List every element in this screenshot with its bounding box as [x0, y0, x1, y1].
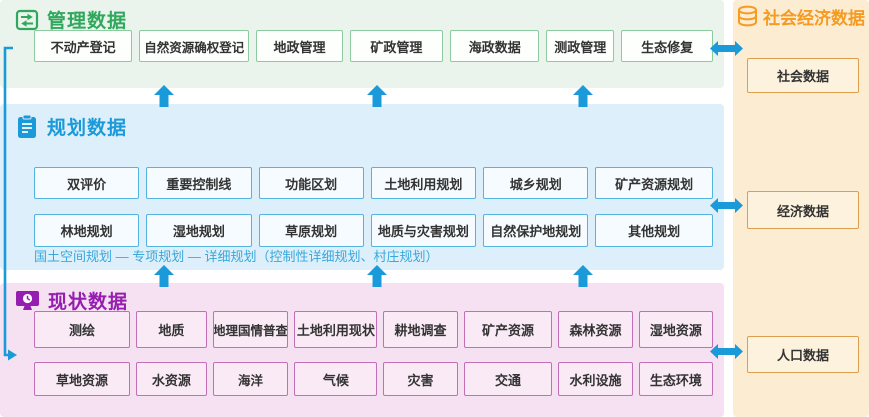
double-arrow-icon — [710, 198, 743, 213]
status-item: 交通 — [463, 362, 553, 396]
status-item: 生态环境 — [638, 362, 713, 396]
planning-box-row-1: 双评价 重要控制线 功能区划 土地利用规划 城乡规划 矿产资源规划 — [34, 167, 713, 199]
status-item: 湿地资源 — [638, 311, 713, 348]
management-item: 自然资源确权登记 — [139, 30, 250, 62]
status-header: 现状数据 — [15, 287, 128, 314]
planning-item: 城乡规划 — [483, 167, 589, 199]
planning-item: 湿地规划 — [146, 214, 252, 247]
management-item: 矿政管理 — [349, 30, 444, 62]
planning-box-row-2: 林地规划 湿地规划 草原规划 地质与灾害规划 自然保护地规划 其他规划 — [34, 214, 713, 247]
status-item: 耕地调查 — [383, 311, 458, 348]
status-item: 地理国情普查 — [212, 311, 289, 348]
status-item: 草地资源 — [34, 362, 130, 396]
management-item: 生态修复 — [621, 30, 713, 62]
clipboard-list-icon — [18, 114, 36, 138]
socioeconomic-title: 社会经济数据 — [763, 9, 865, 28]
double-arrow-icon — [710, 344, 743, 359]
socioeconomic-item: 经济数据 — [747, 191, 859, 229]
double-arrow-icon — [710, 41, 743, 56]
socioeconomic-header: 社会经济数据 — [736, 4, 865, 29]
management-item: 测政管理 — [546, 30, 615, 62]
management-data-section: 管理数据 不动产登记 自然资源确权登记 地政管理 矿政管理 海政数据 测政管理 … — [0, 0, 724, 88]
monitor-clock-icon — [16, 290, 39, 310]
planning-title: 规划数据 — [47, 118, 128, 139]
up-arrow-icon — [154, 85, 174, 107]
socioeconomic-item: 社会数据 — [747, 58, 859, 93]
socioeconomic-data-panel: 社会经济数据 社会数据 经济数据 人口数据 — [733, 0, 869, 417]
management-header: 管理数据 — [15, 6, 127, 33]
status-item: 矿产资源 — [463, 311, 553, 348]
up-arrow-icon — [367, 265, 387, 287]
status-item: 水利设施 — [558, 362, 633, 396]
planning-item: 重要控制线 — [146, 167, 252, 199]
status-box-row-1: 测绘 地质 地理国情普查 土地利用现状 耕地调查 矿产资源 森林资源 湿地资源 — [34, 311, 713, 348]
management-box-row: 不动产登记 自然资源确权登记 地政管理 矿政管理 海政数据 测政管理 生态修复 — [34, 30, 713, 62]
status-item: 水资源 — [135, 362, 207, 396]
planning-item: 功能区划 — [258, 167, 364, 199]
status-item: 海洋 — [212, 362, 289, 396]
data-transfer-icon — [15, 9, 39, 30]
management-item: 地政管理 — [256, 30, 343, 62]
planning-data-section: 规划数据 国土空间规划 — 专项规划 — 详细规划（控制性详细规划、村庄规划） … — [0, 104, 724, 270]
up-arrow-icon — [154, 265, 174, 287]
management-item: 不动产登记 — [34, 30, 133, 62]
status-title: 现状数据 — [48, 292, 129, 313]
planning-subtitle: 国土空间规划 — 专项规划 — 详细规划（控制性详细规划、村庄规划） — [34, 249, 439, 264]
planning-item: 自然保护地规划 — [483, 214, 589, 247]
status-item: 土地利用现状 — [294, 311, 378, 348]
status-item: 地质 — [135, 311, 207, 348]
management-title: 管理数据 — [47, 11, 128, 32]
planning-item: 其他规划 — [595, 214, 713, 247]
coin-stack-icon — [738, 5, 757, 27]
planning-item: 土地利用规划 — [370, 167, 477, 199]
planning-item: 地质与灾害规划 — [370, 214, 477, 247]
socioeconomic-item: 人口数据 — [747, 336, 859, 373]
status-item: 气候 — [294, 362, 378, 396]
status-item: 灾害 — [383, 362, 458, 396]
status-data-section: 现状数据 测绘 地质 地理国情普查 土地利用现状 耕地调查 矿产资源 森林资源 … — [0, 283, 724, 417]
planning-header: 规划数据 — [15, 113, 127, 140]
planning-item: 草原规划 — [258, 214, 364, 247]
management-item: 海政数据 — [450, 30, 540, 62]
planning-item: 林地规划 — [34, 214, 140, 247]
planning-item: 双评价 — [34, 167, 140, 199]
up-arrow-icon — [573, 85, 593, 107]
up-arrow-icon — [573, 265, 593, 287]
status-item: 森林资源 — [558, 311, 633, 348]
up-arrow-icon — [367, 85, 387, 107]
planning-item: 矿产资源规划 — [595, 167, 713, 199]
status-item: 测绘 — [34, 311, 130, 348]
status-box-row-2: 草地资源 水资源 海洋 气候 灾害 交通 水利设施 生态环境 — [34, 362, 713, 396]
flow-connector-left — [3, 46, 17, 361]
